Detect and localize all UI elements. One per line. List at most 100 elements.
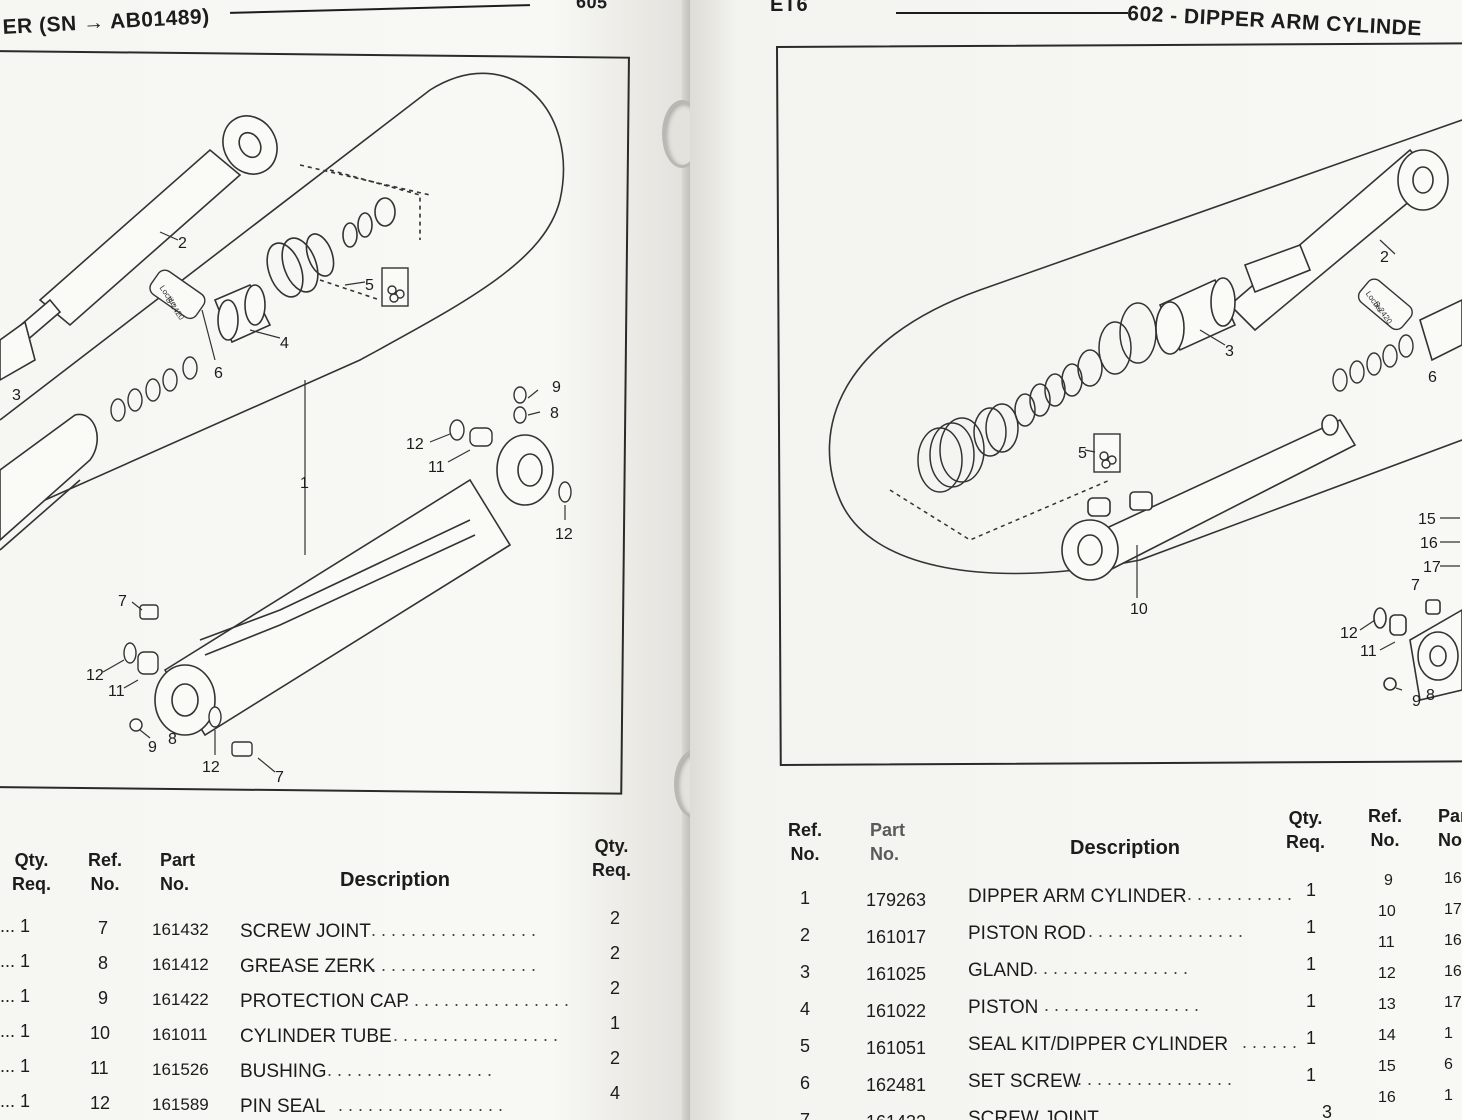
dot-leader: . . . . . . . . . . . . . . . . [1088, 921, 1244, 941]
left-callout-labels: 2 1 3 4 5 6 9 8 12 11 12 7 12 11 9 8 12 … [12, 235, 573, 786]
part-no: 161526 [152, 1060, 209, 1079]
left-piston-rod [0, 115, 278, 381]
part-no: 1 [1444, 1025, 1453, 1042]
callout-12a: 12 [406, 436, 424, 453]
left-boundary-outline [0, 72, 565, 521]
qty-req: 1 [1306, 917, 1317, 937]
left-exploded-diagram: Loctite S-2420 [0, 72, 573, 786]
ref-no: 12 [1378, 965, 1396, 982]
right-loctite-bottle: Loctite S-2420 [1357, 278, 1413, 331]
dot-leader: . . . . . . . . . . . . . . . . . [371, 920, 537, 940]
part-no: 6 [1444, 1056, 1453, 1073]
part-no: 161432 [866, 1112, 926, 1120]
ref-no: 6 [800, 1073, 811, 1093]
ref-no: 7 [98, 918, 109, 938]
right-exploded-diagram: Loctite S-2420 [828, 119, 1462, 710]
callout-3: 3 [1225, 343, 1234, 360]
callout-10: 10 [1130, 601, 1148, 618]
qty-req: 1 [1306, 1028, 1317, 1048]
right-lower-assembly-partial [1373, 599, 1462, 701]
right-seal-kit-bag [1093, 433, 1121, 473]
right-col-qty-header: Qty. Req. [1286, 808, 1326, 852]
ref-no: 9 [98, 988, 109, 1008]
ref-no: 3 [800, 962, 811, 982]
left-cylinder-tube-partial [0, 413, 99, 551]
ref-no: 10 [1378, 903, 1396, 920]
callout-8b: 8 [168, 731, 177, 748]
part-description: SEAL KIT/DIPPER CYLINDER [968, 1034, 1229, 1055]
callout-15: 15 [1418, 511, 1436, 528]
right-seal-rings [889, 302, 1157, 541]
dot-leader: . . . . . . . . . . . . . . . . [1044, 995, 1200, 1015]
left-col-qty-header: Qty. Req. [592, 836, 632, 880]
part-no: 161011 [152, 1025, 208, 1044]
dot-leader: . . . . . . . . . . . . . . . . . [404, 990, 570, 1010]
callout-3: 3 [12, 387, 21, 404]
left-loctite-bottle: Loctite S-2420 [149, 269, 206, 322]
dot-leader: . . . . . . . . . . . . . . . . [1033, 958, 1189, 978]
ref-no: 10 [90, 1023, 111, 1043]
ref-no: 5 [800, 1036, 811, 1056]
callout-2: 2 [1380, 249, 1389, 266]
right-header-code: ET6 [770, 0, 809, 16]
part-no: 161589 [152, 1095, 209, 1114]
left-qty-prev-col: ... 1 [0, 951, 31, 971]
right-gland [1155, 277, 1237, 355]
callout-12b: 12 [555, 526, 573, 543]
part-description: GREASE ZERK [240, 956, 376, 977]
part-no: 16 [1444, 963, 1462, 980]
left-seal-rings [266, 164, 431, 301]
callout-5: 5 [365, 277, 374, 294]
callout-9b: 9 [148, 739, 157, 756]
callout-12c: 12 [86, 667, 104, 684]
ref-no: 9 [1384, 872, 1393, 889]
callout-7: 7 [1411, 577, 1420, 594]
right-small-rings [1332, 334, 1414, 392]
qty-req: 1 [1306, 880, 1317, 900]
part-no: 179263 [866, 890, 927, 910]
right-col-part-header: Part No. [870, 820, 906, 864]
left-small-rings [110, 356, 198, 422]
qty-req: 2 [610, 978, 621, 998]
part-description: SCREW JOINT [240, 921, 371, 942]
dot-leader: . . . . . . . . . . . . . . . . . [371, 955, 537, 975]
left-col-description-header: Description [340, 869, 451, 891]
left-qty-prev-col: ... 1 [0, 1021, 31, 1041]
right-col-ref-header: Ref. No. [788, 820, 823, 864]
callout-11a: 11 [428, 459, 445, 476]
ref-no: 2 [800, 925, 811, 945]
callout-2: 2 [178, 235, 187, 252]
part-no: 161025 [866, 964, 927, 984]
left-fittings [123, 386, 572, 757]
part-description: CYLINDER TUBE [240, 1026, 392, 1047]
right-callout-labels: 2 3 5 6 10 15 16 17 7 12 11 9 8 [1078, 249, 1441, 710]
callout-11b: 11 [108, 683, 125, 700]
qty-req: 1 [1306, 1065, 1317, 1085]
callout-17: 17 [1423, 559, 1441, 576]
callout-8: 8 [1426, 687, 1435, 704]
right-boundary-outline [828, 119, 1462, 575]
left-col-ref-header: Ref. No. [88, 850, 123, 894]
right-cylinder-tube [1061, 414, 1357, 581]
part-no: 179 [1444, 901, 1462, 918]
left-qty-prev-col: ... 1 [0, 1091, 31, 1111]
left-piston [213, 283, 272, 344]
qty-req: 1 [610, 1013, 621, 1033]
part-description: PIN SEAL [240, 1096, 326, 1117]
part-no: 161422 [152, 990, 209, 1009]
ref-no: 4 [800, 999, 811, 1019]
dot-leader: . . . . . . . . . . . . . . . . [1099, 1106, 1255, 1120]
part-no: 161022 [866, 1001, 927, 1021]
ref-no: 16 [1378, 1089, 1396, 1106]
qty-req: 2 [610, 1048, 621, 1068]
left-qty-prev-col: ... 1 [0, 986, 31, 1006]
callout-7b: 7 [275, 769, 284, 786]
right-header-rule [896, 12, 1128, 14]
right-col-description-header: Description [1070, 837, 1181, 859]
part-no: 1 [1444, 1087, 1453, 1104]
part-description: BUSHING [240, 1061, 327, 1082]
callout-11: 11 [1360, 643, 1377, 660]
callout-8a: 8 [550, 405, 559, 422]
left-assembled-cylinder [154, 434, 554, 737]
part-description: PISTON [968, 997, 1039, 1018]
